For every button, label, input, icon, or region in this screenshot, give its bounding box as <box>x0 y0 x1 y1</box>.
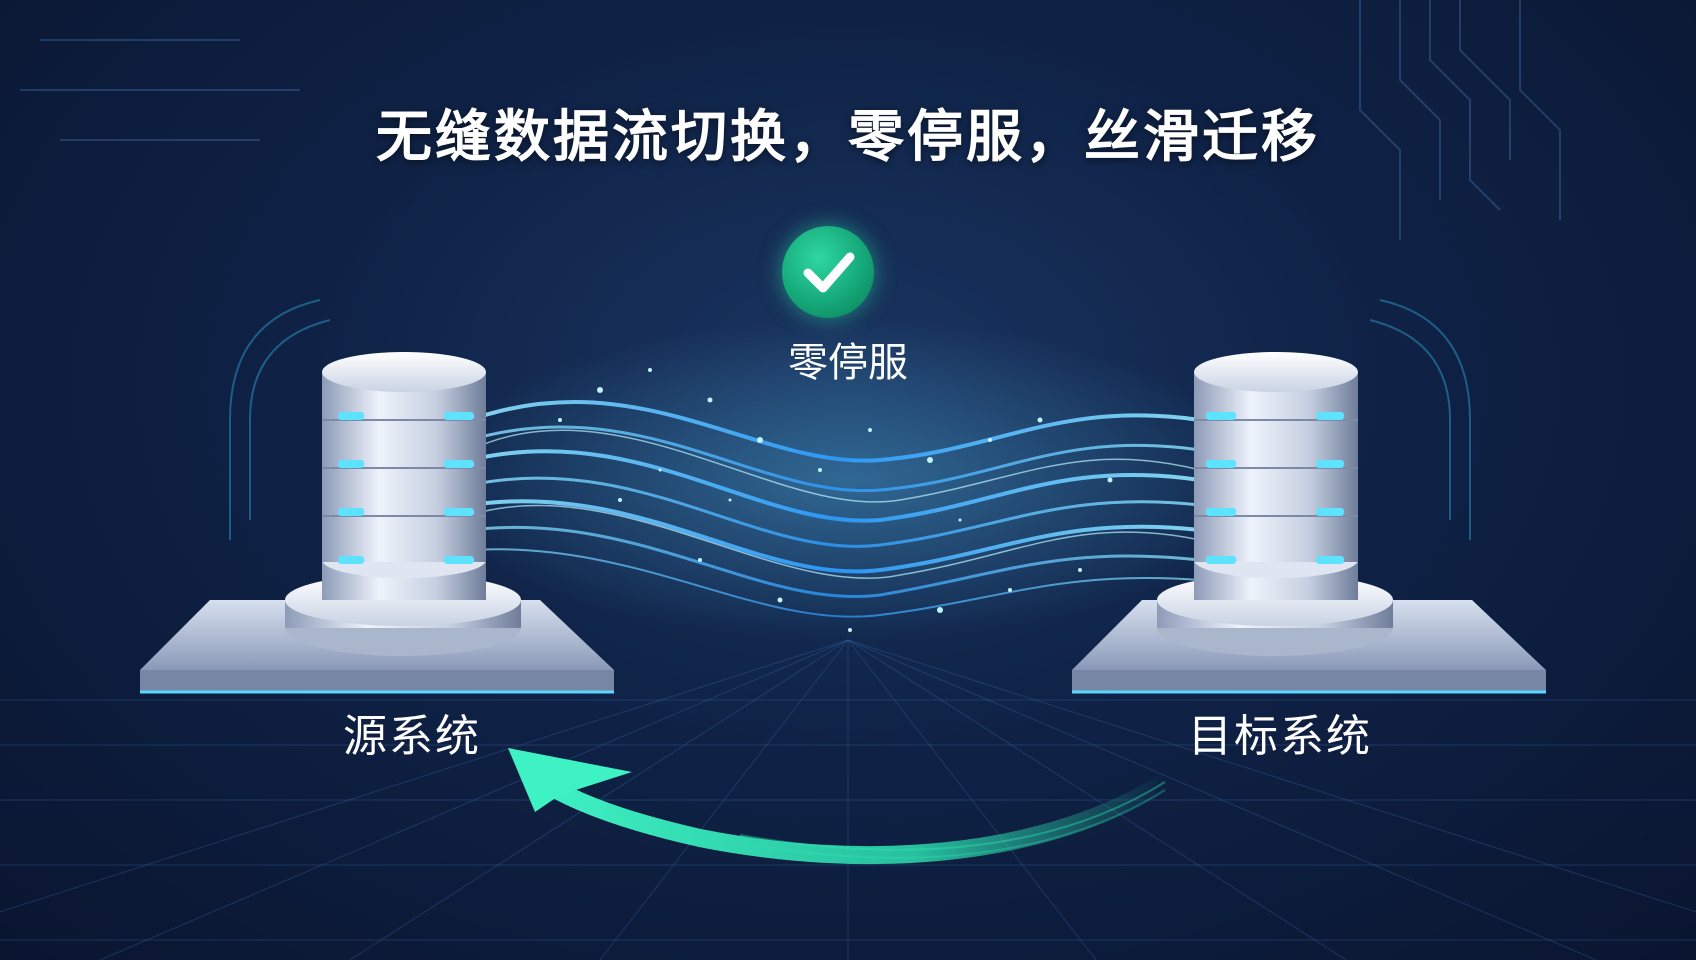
stream-particles <box>558 368 1113 632</box>
source-database-server-icon <box>140 352 614 694</box>
source-system-label: 源系统 <box>343 711 481 762</box>
zero-downtime-label: 零停服 <box>788 340 908 386</box>
target-system-label: 目标系统 <box>1188 711 1372 762</box>
page-title: 无缝数据流切换，零停服，丝滑迁移 <box>376 105 1320 170</box>
curved-arrow-icon <box>508 748 1174 865</box>
circuit-decoration <box>20 0 1561 240</box>
target-database-server-icon <box>1072 352 1546 694</box>
data-stream-flow <box>468 400 1202 618</box>
check-icon <box>782 226 874 318</box>
floor-grid <box>0 639 1696 960</box>
side-arcs <box>229 299 1471 540</box>
